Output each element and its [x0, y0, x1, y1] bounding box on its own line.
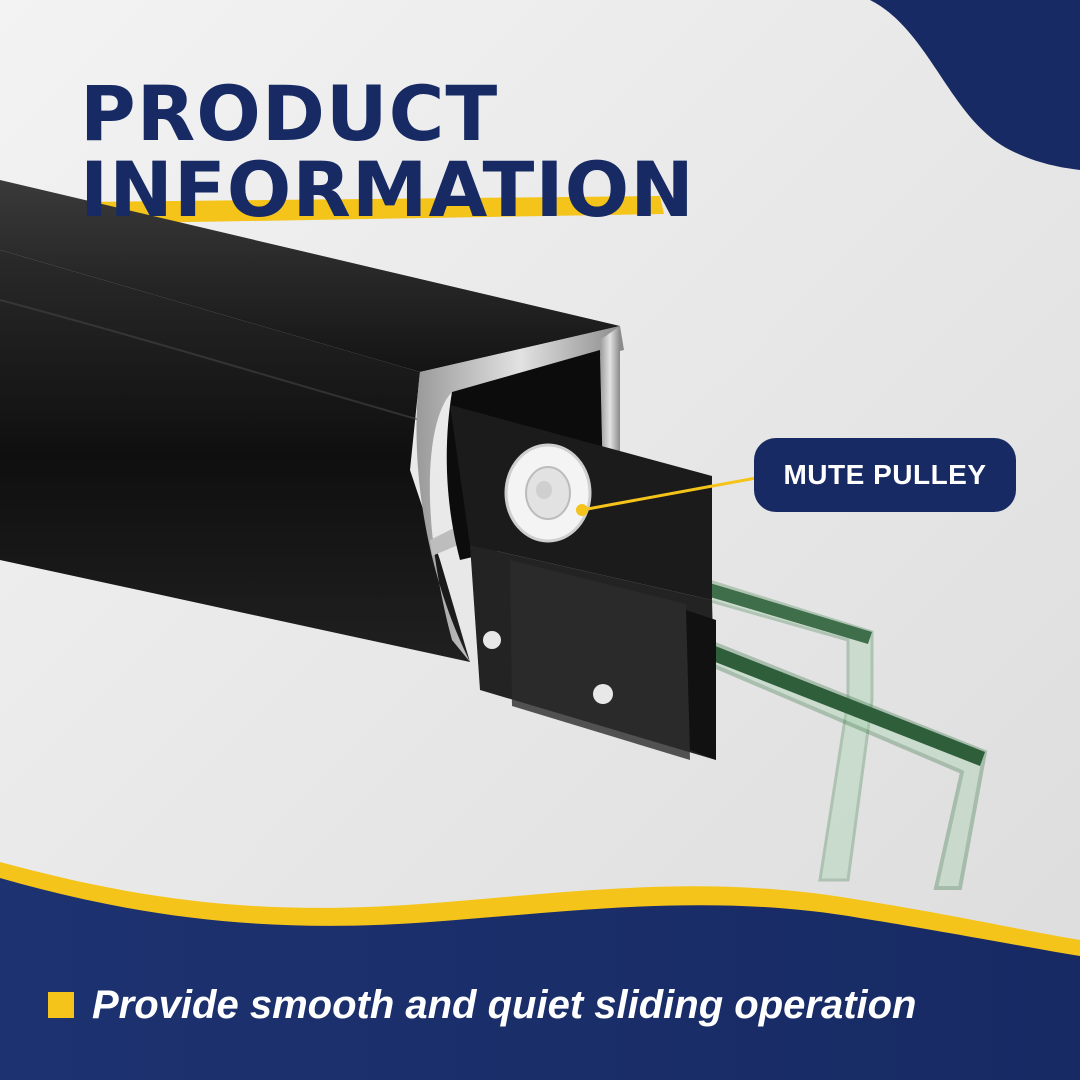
- feature-line: Provide smooth and quiet sliding operati…: [48, 975, 917, 1035]
- glass-panes: [698, 575, 988, 890]
- screw-left: [483, 631, 501, 649]
- square-bullet-icon: [48, 992, 74, 1018]
- pulley-carriage: [450, 405, 716, 760]
- feature-text: Provide smooth and quiet sliding operati…: [92, 982, 917, 1027]
- mute-pulley-wheel: [504, 443, 592, 543]
- top-right-wave: [870, 0, 1080, 170]
- callout-leader: [581, 476, 757, 512]
- title-line-information: INFORMATION: [80, 145, 695, 234]
- bottom-navy-wave: [0, 878, 1080, 1080]
- mute-pulley-callout: MUTE PULLEY: [754, 438, 1016, 512]
- callout-label: MUTE PULLEY: [783, 459, 987, 490]
- callout-dot: [576, 504, 588, 516]
- screw-right: [593, 684, 613, 704]
- title-line-product: PRODUCT: [80, 69, 499, 158]
- title-underline: [74, 196, 664, 224]
